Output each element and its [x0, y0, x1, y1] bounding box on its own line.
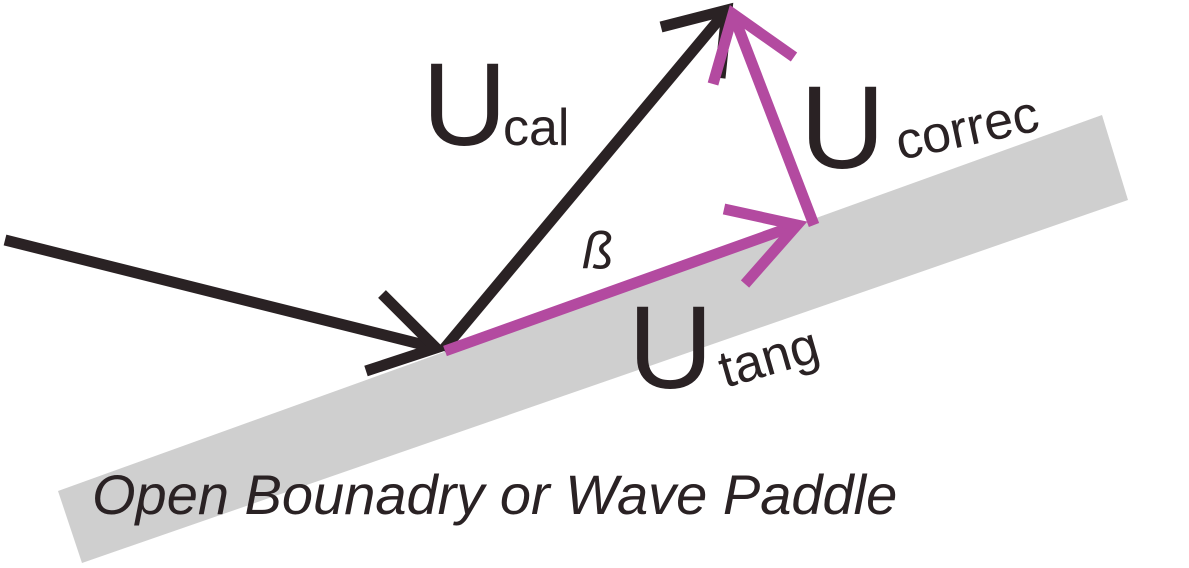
u-cal-main: U	[422, 39, 507, 171]
u-correc-main: U	[800, 62, 885, 194]
u-correc-arrow	[707, 5, 820, 227]
boundary-band	[58, 115, 1128, 563]
u-tang-label: U tang	[628, 282, 826, 414]
u-cal-subscript: cal	[503, 99, 569, 157]
u-tang-main: U	[628, 282, 713, 414]
incoming-velocity-arrow	[3, 234, 447, 377]
u-cal-label: U cal	[422, 39, 569, 171]
boundary-caption: Open Bounadry or Wave Paddle	[92, 463, 897, 526]
u-tang-arrow	[443, 203, 808, 357]
angle-beta-label: ß	[582, 222, 614, 280]
